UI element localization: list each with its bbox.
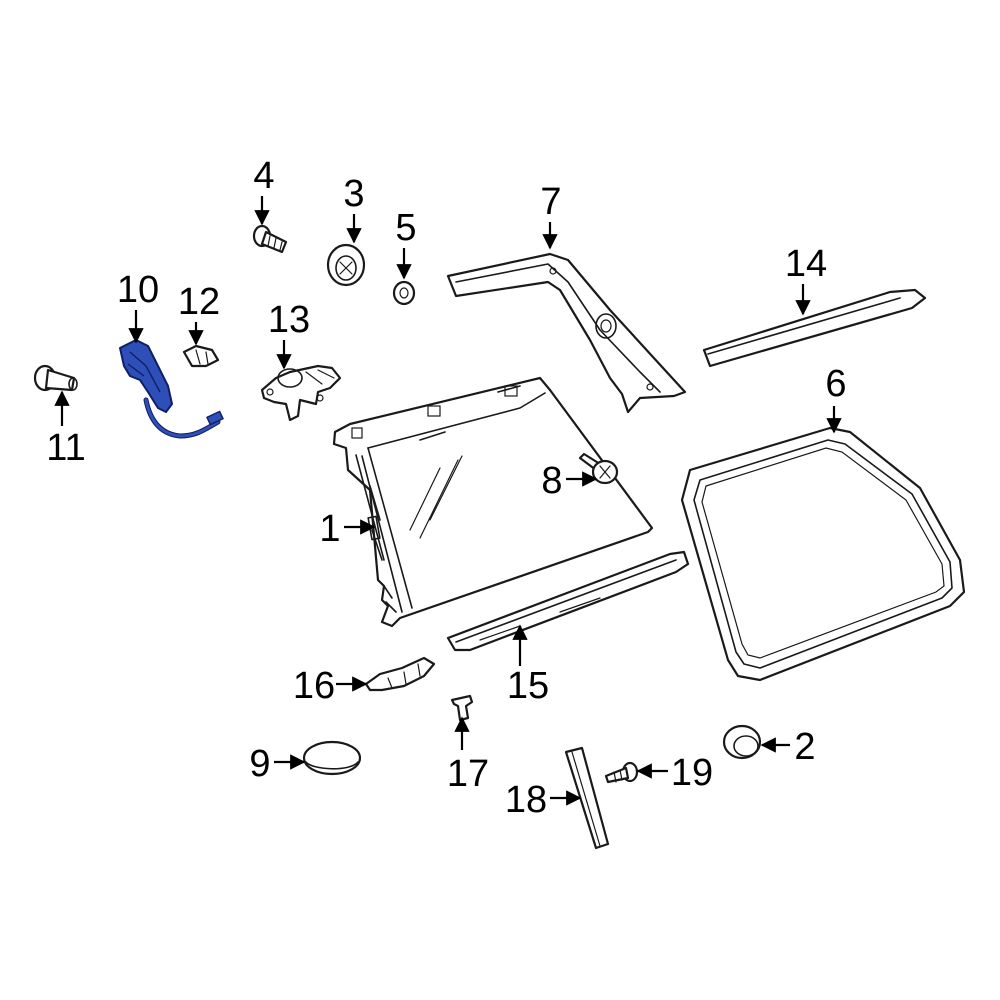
callout-8: 8 xyxy=(541,460,562,502)
callout-10: 10 xyxy=(117,269,159,311)
callout-13: 13 xyxy=(268,299,310,341)
part-3-grommet[interactable] xyxy=(326,243,366,287)
callout-17: 17 xyxy=(447,753,489,795)
callout-7: 7 xyxy=(540,181,561,223)
callout-labels: 4 3 5 7 14 6 10 12 13 11 8 1 15 16 17 9 … xyxy=(46,155,846,821)
callout-9: 9 xyxy=(249,743,270,785)
part-4-screw[interactable] xyxy=(252,224,288,254)
callout-11: 11 xyxy=(46,427,85,469)
part-2-cap[interactable] xyxy=(722,724,762,760)
part-11-bolt[interactable] xyxy=(33,364,78,392)
callout-4: 4 xyxy=(253,155,274,197)
callout-18: 18 xyxy=(505,779,547,821)
part-14-molding[interactable] xyxy=(702,288,927,368)
part-12-clip[interactable] xyxy=(182,344,220,368)
callout-16: 16 xyxy=(293,665,335,707)
part-9-plug[interactable] xyxy=(302,740,362,776)
part-6-seal[interactable] xyxy=(680,426,966,682)
callout-5: 5 xyxy=(395,207,416,249)
part-15-lower-molding[interactable] xyxy=(446,550,690,652)
part-7-pillar-trim[interactable] xyxy=(446,252,687,414)
callout-6: 6 xyxy=(825,363,846,405)
callout-3: 3 xyxy=(343,173,364,215)
callout-2: 2 xyxy=(794,726,815,768)
callout-15: 15 xyxy=(507,665,549,707)
callout-1: 1 xyxy=(319,508,340,550)
part-18-strip[interactable] xyxy=(564,746,610,850)
callout-arrows xyxy=(54,196,842,806)
part-5-washer[interactable] xyxy=(392,280,416,306)
callout-19: 19 xyxy=(671,752,713,794)
part-1-quarter-glass[interactable] xyxy=(332,376,654,628)
callout-14: 14 xyxy=(785,243,827,285)
part-16-clip-strip[interactable] xyxy=(364,656,436,692)
part-17-push-clip[interactable] xyxy=(450,694,474,722)
part-10-latch-highlighted[interactable] xyxy=(119,339,224,439)
part-13-bracket[interactable] xyxy=(260,364,342,422)
callout-12: 12 xyxy=(178,281,220,323)
part-19-screw[interactable] xyxy=(604,761,639,784)
